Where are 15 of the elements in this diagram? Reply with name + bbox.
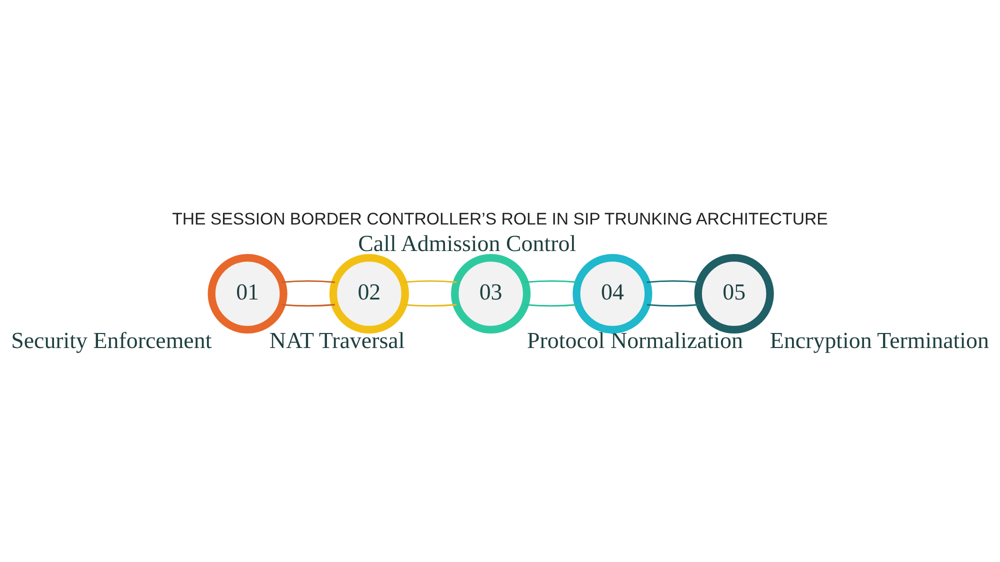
node-label: Call Admission Control [358,230,576,256]
diagram-title: THE SESSION BORDER CONTROLLER’S ROLE IN SIP TRUNKING ARCHITECTURE [172,209,828,228]
connector [525,303,578,306]
connector [404,303,457,306]
connector [282,280,335,283]
node-circle: 01 [208,253,288,334]
node-circle: 05 [694,253,774,334]
connector [282,303,335,306]
connector [403,280,457,283]
connector [524,280,578,283]
connector [646,303,700,306]
node-circle: 04 [572,253,652,334]
connector [646,280,700,283]
node-circle: 02 [329,253,409,334]
node-circle: 03 [451,253,531,334]
